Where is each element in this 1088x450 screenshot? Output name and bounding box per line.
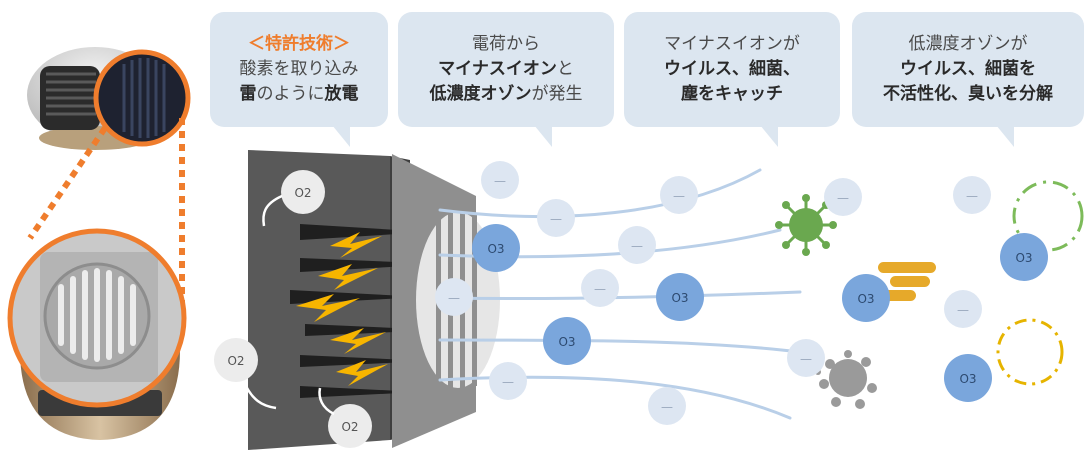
svg-text:—: — [673, 189, 685, 203]
step2-line2: マイナスイオンと [438, 59, 574, 79]
step3-bubble: マイナスイオンが ウイルス、細菌、 塵をキャッチ [624, 12, 840, 147]
o2-label: O2 [341, 420, 358, 434]
step4-line3: 不活性化、臭いを分解 [883, 84, 1053, 104]
step1-line3: 雷のように放電 [239, 84, 359, 104]
device-photo [27, 47, 191, 150]
bubble-tail [332, 125, 350, 147]
svg-text:—: — [957, 303, 969, 317]
step4-bubble: 低濃度オゾンが ウイルス、細菌を 不活性化、臭いを分解 [852, 12, 1084, 147]
dust-icon [815, 350, 877, 409]
svg-text:—: — [494, 174, 506, 188]
ozone-molecules: O3 O3 O3 O3 O3 O3 [472, 224, 1048, 402]
o3-label: O3 [857, 292, 874, 306]
zoom-connector [27, 118, 185, 310]
step2-line3: 低濃度オゾンが発生 [429, 84, 583, 104]
negative-ions [435, 161, 991, 425]
step3-line1: マイナスイオンが [664, 34, 800, 54]
step1-line2: 酸素を取り込み [239, 59, 359, 79]
inactivated-bacteria-icon [996, 318, 1064, 386]
patent-label: ＜特許技術＞ [248, 34, 350, 54]
ion-emitter-grille [392, 154, 500, 448]
step2-bubble: 電荷から マイナスイオンと 低濃度オゾンが発生 [398, 12, 614, 147]
bubble-tail [760, 125, 778, 147]
minus-labels: — — — — — — — — — — — — [448, 174, 978, 414]
flow-arrows [242, 194, 335, 416]
o3-label: O3 [959, 372, 976, 386]
airflow-lines [438, 168, 802, 420]
inactivated-virus-icon [1012, 180, 1084, 252]
svg-text:—: — [594, 282, 606, 296]
step1-bubble: ＜特許技術＞ 酸素を取り込み 雷のように放電 [210, 12, 388, 147]
vent-grille [46, 72, 96, 116]
o2-label: O2 [227, 354, 244, 368]
svg-text:—: — [550, 212, 562, 226]
o3-label: O3 [1015, 251, 1032, 265]
zoom-highlight-circle [93, 49, 191, 147]
svg-text:—: — [800, 352, 812, 366]
o3-label: O3 [558, 335, 575, 349]
svg-text:—: — [966, 189, 978, 203]
svg-text:—: — [448, 291, 460, 305]
electrode-closeup [7, 228, 187, 440]
o3-label: O3 [671, 291, 688, 305]
oxygen-molecules: O2 O2 O2 [214, 170, 372, 448]
bubble-tail [534, 125, 552, 147]
svg-text:—: — [661, 400, 673, 414]
svg-text:—: — [631, 239, 643, 253]
step2-line1: 電荷から [472, 34, 540, 54]
svg-text:—: — [502, 375, 514, 389]
bubble-tail [996, 125, 1014, 147]
step3-line3: 塵をキャッチ [681, 84, 783, 104]
o2-label: O2 [294, 186, 311, 200]
svg-text:—: — [837, 191, 849, 205]
discharge-needles [290, 224, 445, 398]
step3-line2: ウイルス、細菌、 [664, 59, 800, 79]
o3-label: O3 [487, 242, 504, 256]
lightning-bolt-icons [296, 232, 388, 386]
step4-line1: 低濃度オゾンが [908, 34, 1028, 54]
bacteria-icon [874, 262, 936, 301]
electrode-panel [248, 150, 410, 450]
step4-line2: ウイルス、細菌を [900, 59, 1036, 79]
virus-icon [775, 194, 837, 256]
